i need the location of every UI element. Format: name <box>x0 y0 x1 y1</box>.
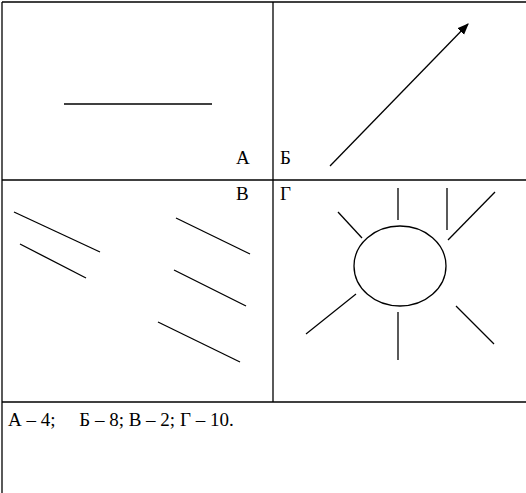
slanted-lines <box>14 212 250 362</box>
cell-letter: Г <box>280 184 291 205</box>
arrow <box>330 24 468 166</box>
cell-letter: А <box>236 148 250 169</box>
answer-key: А – 4; Б – 8; В – 2; Г – 10. <box>8 410 234 431</box>
horizontal-line <box>64 103 212 104</box>
cell-letter: Б <box>280 148 291 169</box>
sun <box>306 188 495 360</box>
cell-letter: В <box>236 184 249 205</box>
